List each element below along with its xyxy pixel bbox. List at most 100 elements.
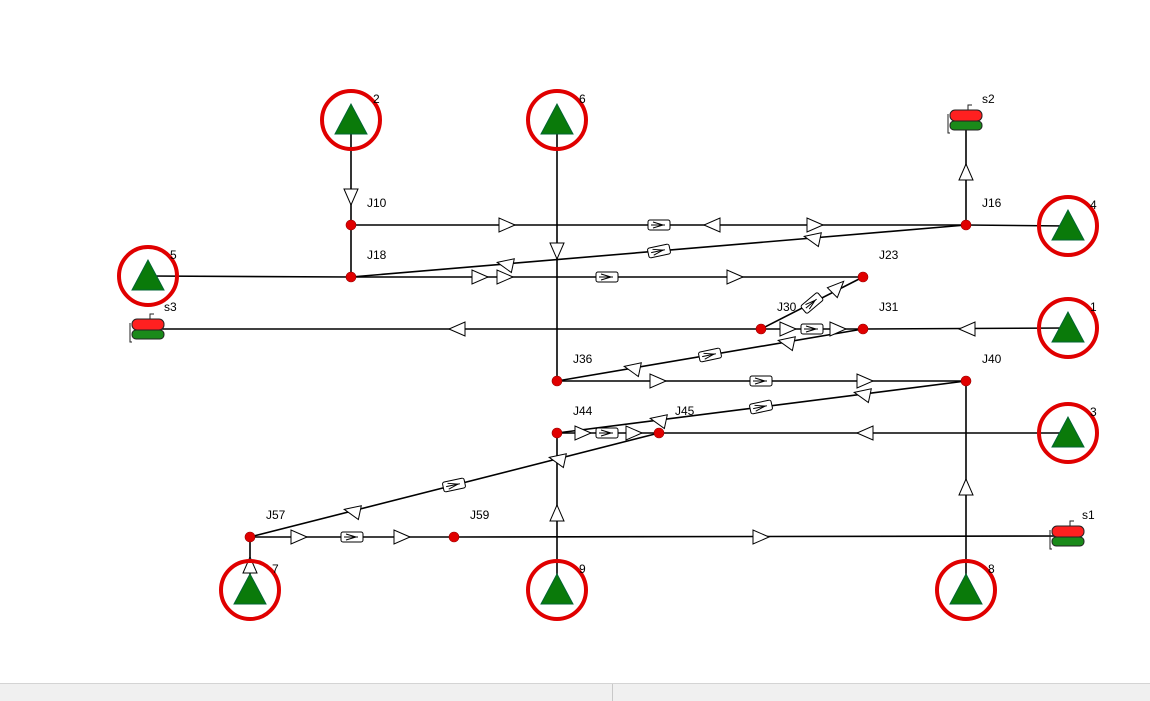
junction-j23[interactable] bbox=[857, 271, 869, 283]
junction-j44[interactable] bbox=[551, 427, 563, 439]
flow-arrow-icon bbox=[625, 425, 644, 441]
valve-icon[interactable] bbox=[800, 323, 824, 335]
flow-arrow-icon bbox=[958, 477, 974, 496]
flow-arrow-icon bbox=[958, 162, 974, 181]
highlight-ring bbox=[219, 559, 281, 621]
flow-arrow-icon bbox=[342, 505, 362, 521]
source-label-t4: 4 bbox=[1090, 198, 1097, 212]
flow-arrow-icon bbox=[498, 217, 517, 233]
junction-j18[interactable] bbox=[345, 271, 357, 283]
source-triangle-icon[interactable] bbox=[1051, 415, 1085, 448]
flow-arrow-icon bbox=[779, 321, 798, 337]
junction-j31[interactable] bbox=[857, 323, 869, 335]
flow-arrow-icon bbox=[752, 529, 771, 545]
source-triangle-icon[interactable] bbox=[131, 258, 165, 291]
flow-arrow-icon bbox=[802, 232, 822, 248]
tank-label-s2: s2 bbox=[982, 92, 995, 106]
flow-arrow-icon bbox=[852, 388, 872, 404]
tank-icon[interactable] bbox=[947, 104, 983, 134]
source-triangle-icon[interactable] bbox=[1051, 310, 1085, 343]
junction-label-j45: J45 bbox=[675, 404, 695, 418]
flow-arrow-icon bbox=[702, 217, 721, 233]
flow-arrow-icon bbox=[726, 269, 745, 285]
valve-icon[interactable] bbox=[442, 477, 466, 493]
flow-arrow-icon bbox=[648, 414, 668, 430]
valve-icon[interactable] bbox=[595, 271, 619, 283]
junction-j10[interactable] bbox=[345, 219, 357, 231]
junction-label-j16: J16 bbox=[982, 196, 1002, 210]
pipe-j16-t4[interactable] bbox=[965, 224, 1069, 227]
flow-arrow-icon bbox=[622, 362, 642, 378]
junction-label-j30: J30 bbox=[777, 300, 797, 314]
tank-label-s1: s1 bbox=[1082, 508, 1095, 522]
junction-j16[interactable] bbox=[960, 219, 972, 231]
highlight-ring bbox=[320, 89, 382, 151]
junction-j57[interactable] bbox=[244, 531, 256, 543]
valve-icon[interactable] bbox=[647, 243, 671, 259]
flow-arrow-icon bbox=[549, 242, 565, 261]
flow-arrow-icon bbox=[549, 503, 565, 522]
flow-arrow-icon bbox=[496, 269, 515, 285]
junction-label-j44: J44 bbox=[573, 404, 593, 418]
junction-j40[interactable] bbox=[960, 375, 972, 387]
flow-arrow-icon bbox=[290, 529, 309, 545]
flow-arrow-icon bbox=[574, 425, 593, 441]
valve-icon[interactable] bbox=[595, 427, 619, 439]
flow-arrow-icon bbox=[856, 373, 875, 389]
source-label-t6: 6 bbox=[579, 92, 586, 106]
valve-icon[interactable] bbox=[749, 399, 773, 415]
flow-arrow-icon bbox=[393, 529, 412, 545]
flow-arrow-icon bbox=[806, 217, 825, 233]
source-label-t9: 9 bbox=[579, 562, 586, 576]
source-triangle-icon[interactable] bbox=[540, 572, 574, 605]
nodes-layer bbox=[117, 89, 1099, 621]
valve-icon[interactable] bbox=[749, 375, 773, 387]
flow-arrow-icon bbox=[447, 321, 466, 337]
source-triangle-icon[interactable] bbox=[334, 102, 368, 135]
flow-arrow-icon bbox=[855, 425, 874, 441]
source-triangle-icon[interactable] bbox=[540, 102, 574, 135]
flow-arrow-icon bbox=[471, 269, 490, 285]
flow-arrow-icon bbox=[957, 321, 976, 337]
pipe-t5-j18[interactable] bbox=[147, 275, 352, 278]
valve-icon[interactable] bbox=[647, 219, 671, 231]
junction-j59[interactable] bbox=[448, 531, 460, 543]
flow-arrow-icon bbox=[776, 336, 796, 352]
highlight-ring bbox=[935, 559, 997, 621]
source-triangle-icon[interactable] bbox=[233, 572, 267, 605]
highlight-ring bbox=[1037, 195, 1099, 257]
junction-label-j18: J18 bbox=[367, 248, 387, 262]
junction-label-j23: J23 bbox=[879, 248, 899, 262]
highlight-ring bbox=[526, 89, 588, 151]
valve-icon[interactable] bbox=[340, 531, 364, 543]
junction-j36[interactable] bbox=[551, 375, 563, 387]
source-triangle-icon[interactable] bbox=[1051, 208, 1085, 241]
tank-icon[interactable] bbox=[1049, 520, 1085, 550]
junction-label-j36: J36 bbox=[573, 352, 593, 366]
source-label-t8: 8 bbox=[988, 562, 995, 576]
highlight-ring bbox=[1037, 297, 1099, 359]
junction-label-j57: J57 bbox=[266, 508, 286, 522]
flow-arrow-icon bbox=[547, 453, 567, 469]
pipes-layer bbox=[147, 120, 1069, 590]
status-pane-right bbox=[613, 684, 1149, 701]
status-bar bbox=[0, 683, 1150, 701]
source-label-t1: 1 bbox=[1090, 300, 1097, 314]
source-triangle-icon[interactable] bbox=[949, 572, 983, 605]
flow-arrow-icon bbox=[829, 321, 848, 337]
junction-label-j40: J40 bbox=[982, 352, 1002, 366]
tank-icon[interactable] bbox=[129, 313, 165, 343]
junction-label-j31: J31 bbox=[879, 300, 899, 314]
tank-label-s3: s3 bbox=[164, 300, 177, 314]
flow-arrow-icon bbox=[826, 280, 845, 299]
highlight-ring bbox=[526, 559, 588, 621]
status-pane-left bbox=[0, 684, 613, 701]
valve-icon[interactable] bbox=[800, 292, 824, 314]
highlight-ring bbox=[1037, 402, 1099, 464]
flow-arrow-icon bbox=[495, 258, 515, 274]
junction-j45[interactable] bbox=[653, 427, 665, 439]
junction-j30[interactable] bbox=[755, 323, 767, 335]
valve-icon[interactable] bbox=[698, 347, 722, 363]
source-label-t2: 2 bbox=[373, 92, 380, 106]
